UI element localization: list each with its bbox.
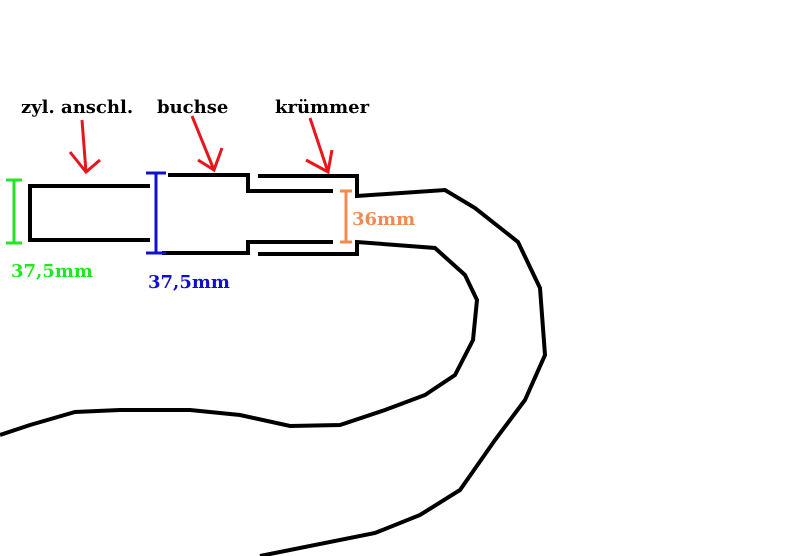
- bushing: [162, 173, 333, 255]
- cylinder-dimension-label: 37,5mm: [11, 261, 93, 282]
- manifold-arrow-icon: [305, 117, 334, 175]
- cylinder-dimension-marker: [6, 178, 22, 245]
- label-bushing: buchse: [157, 97, 228, 118]
- cylinder-arrow-icon: [68, 119, 101, 175]
- manifold-dimension-marker: [340, 189, 352, 244]
- label-manifold: krümmer: [275, 97, 370, 118]
- bushing-arrow-icon: [190, 115, 224, 173]
- cylinder-connection: [28, 184, 150, 242]
- manifold-dimension-label: 36mm: [352, 209, 415, 230]
- bushing-dimension-label: 37,5mm: [148, 272, 230, 293]
- label-cylinder-connection: zyl. anschl.: [21, 97, 133, 118]
- manifold: [0, 174, 548, 556]
- bushing-dimension-marker: [146, 171, 166, 255]
